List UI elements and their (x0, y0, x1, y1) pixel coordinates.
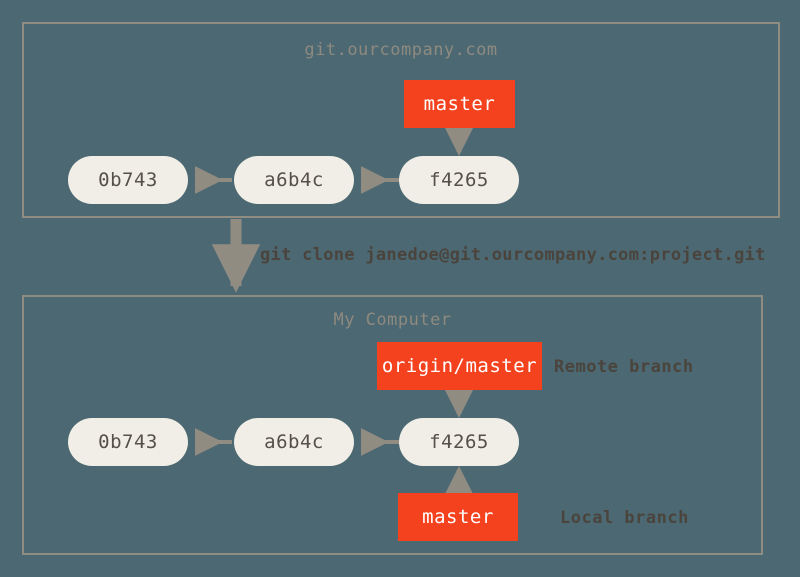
commit-id-a6b4c-local: a6b4c (264, 431, 324, 453)
commit-id-0b743-remote: 0b743 (98, 169, 158, 191)
git-clone-command-caption: git clone janedoe@git.ourcompany.com:pro… (260, 245, 766, 265)
commit-id-a6b4c-remote: a6b4c (264, 169, 324, 191)
commit-node-0b743-local[interactable]: 0b743 (68, 418, 188, 466)
annotation-local-branch: Local branch (560, 508, 689, 528)
commit-id-0b743-local: 0b743 (98, 431, 158, 453)
local-computer-panel: My Computer (22, 295, 763, 555)
commit-node-a6b4c-local[interactable]: a6b4c (234, 418, 354, 466)
commit-node-f4265-local[interactable]: f4265 (399, 418, 519, 466)
annotation-remote-branch: Remote branch (554, 357, 694, 377)
commit-id-f4265-remote: f4265 (429, 169, 489, 191)
branch-box-origin-master[interactable]: origin/master (377, 342, 542, 390)
commit-node-a6b4c-remote[interactable]: a6b4c (234, 156, 354, 204)
remote-panel-title: git.ourcompany.com (304, 40, 498, 60)
branch-label-master-remote: master (423, 93, 496, 115)
local-panel-title: My Computer (333, 310, 452, 330)
branch-label-master-local: master (422, 506, 494, 528)
branch-box-master-remote[interactable]: master (404, 80, 515, 128)
commit-node-0b743-remote[interactable]: 0b743 (68, 156, 188, 204)
branch-label-origin-master: origin/master (381, 355, 538, 377)
branch-box-master-local[interactable]: master (398, 493, 518, 541)
commit-id-f4265-local: f4265 (429, 431, 489, 453)
commit-node-f4265-remote[interactable]: f4265 (399, 156, 519, 204)
remote-server-panel: git.ourcompany.com (22, 22, 780, 218)
